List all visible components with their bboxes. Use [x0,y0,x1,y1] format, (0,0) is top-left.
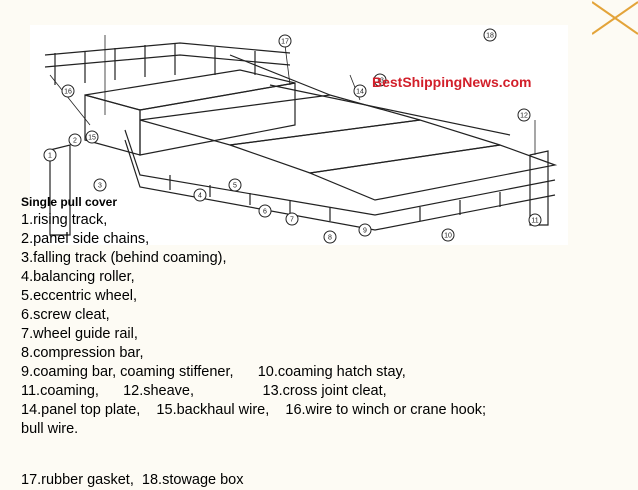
callout-1: 1 [48,153,52,160]
callout-6: 6 [263,209,267,216]
legend-line-11: 14.panel top plate, 15.backhaul wire, 16… [21,402,487,418]
legend-line-6: 6.screw cleat, [21,307,110,323]
legend-line-10: 11.coaming, 12.sheave, 13.cross joint cl… [21,383,387,399]
slide-heading: Single pull cover [21,195,118,209]
callout-17: 17 [281,39,289,46]
callout-9: 9 [363,228,367,235]
callout-3: 3 [98,183,102,190]
hatch-cover-illustration: 1 2 3 4 5 6 7 8 9 10 11 12 13 14 15 16 1… [43,28,558,244]
legend-line-7: 7.wheel guide rail, [21,326,138,342]
legend-text: Single pull cover 1.rising track, 2.pane… [21,195,621,439]
corner-decoration [592,1,638,35]
callout-15: 15 [88,135,96,142]
legend-line-1: 1.rising track, [21,212,108,228]
legend-line-9: 9.coaming bar, coaming stiffener, 10.coa… [21,364,406,380]
callout-16: 16 [64,89,72,96]
legend-line-4: 4.balancing roller, [21,269,135,285]
legend-line-2: 2.panel side chains, [21,231,150,247]
callout-10: 10 [444,233,452,240]
callout-4: 4 [198,193,202,200]
legend-line-3: 3.falling track (behind coaming), [21,250,227,266]
legend-line-12: bull wire. [21,421,79,437]
callout-8: 8 [328,235,332,242]
legend-line-8: 8.compression bar, [21,345,144,361]
callout-2: 2 [73,138,77,145]
hatch-cover-drawing: 1 2 3 4 5 6 7 8 9 10 11 12 13 14 15 16 1… [30,25,568,245]
callout-13: 13 [376,78,384,85]
callout-14: 14 [356,89,364,96]
legend-line-5: 5.eccentric wheel, [21,288,138,304]
callout-12: 12 [520,113,528,120]
callout-18: 18 [486,33,494,40]
callout-11: 11 [531,218,538,225]
watermark: BestShippingNews.com [372,74,531,90]
legend-line-13: 17.rubber gasket, 18.stowage box [21,472,244,488]
callout-7: 7 [290,217,294,224]
callout-5: 5 [233,183,237,190]
